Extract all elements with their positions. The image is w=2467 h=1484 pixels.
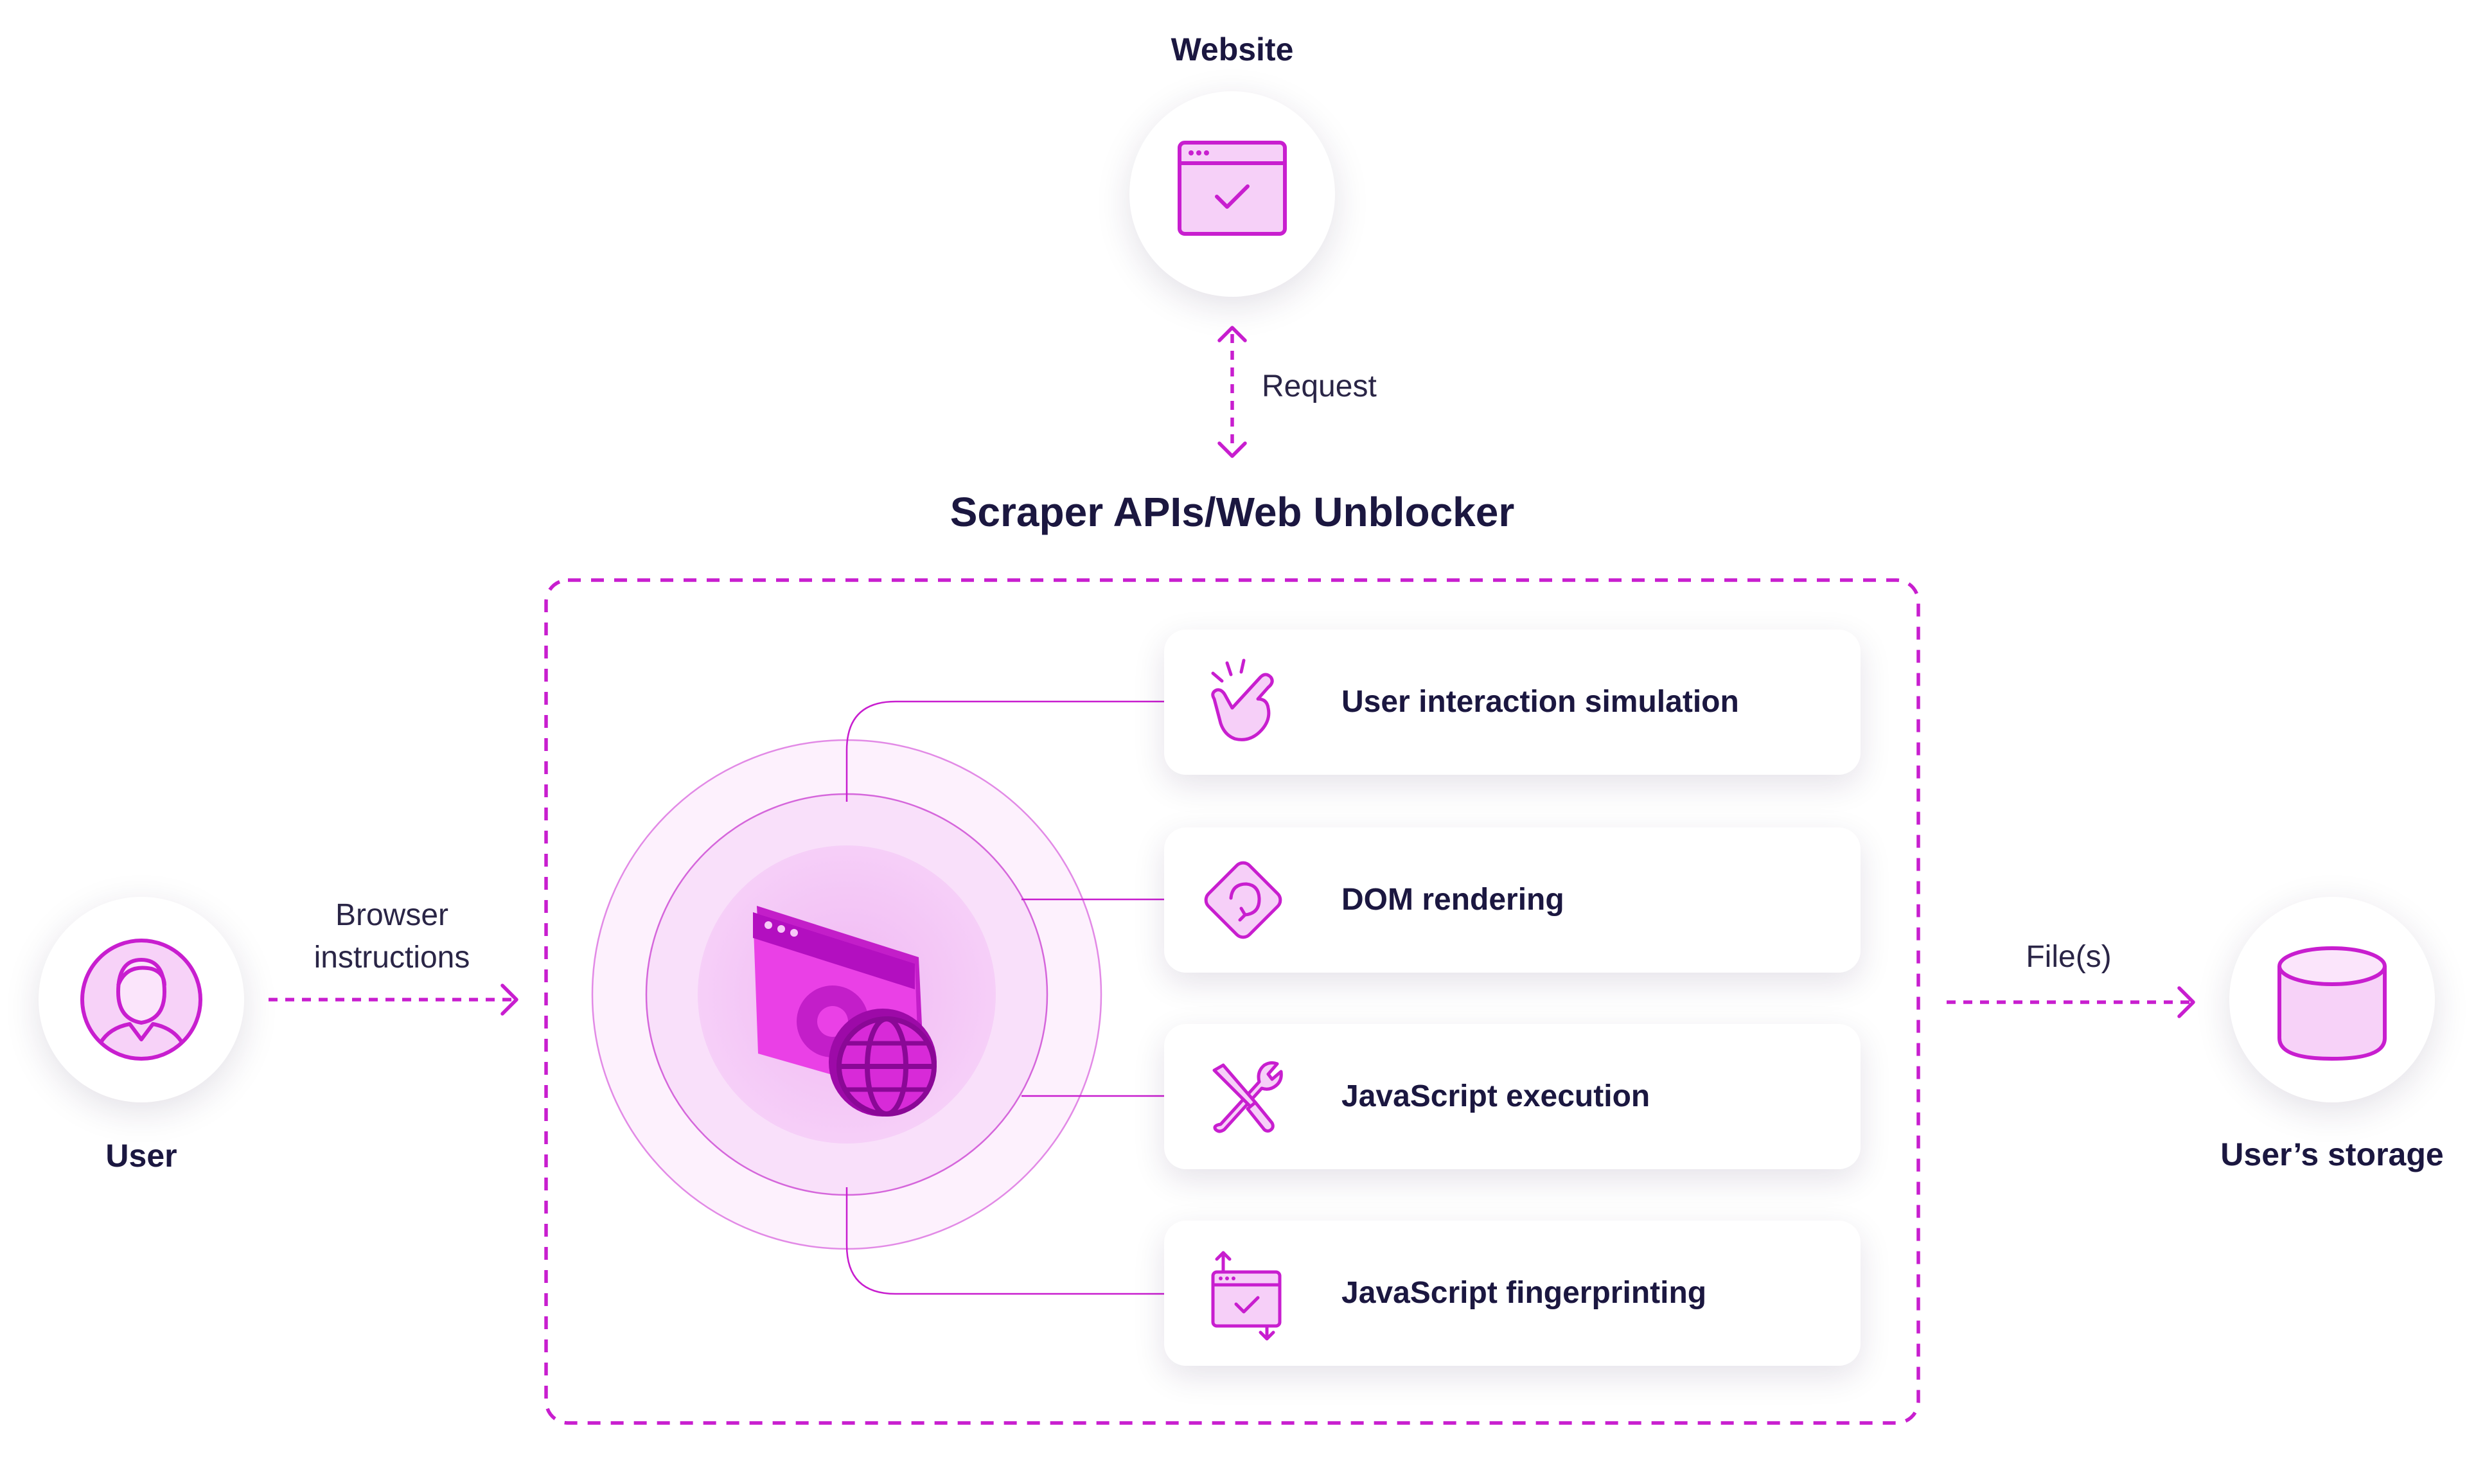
request-arrow-head-up [1217,326,1247,342]
feature-card-js-fingerprinting: JavaScript fingerprinting [1164,1221,1861,1366]
rotate-diamond-icon [1204,861,1282,939]
storage-label: User’s storage [2220,1136,2444,1172]
hub-boundary [544,578,1920,1425]
browser-instructions-label: Browser instructions [283,894,501,979]
feature-label: DOM rendering [1341,883,1564,917]
storage-node [2229,897,2435,1102]
wrench-screwdriver-icon [1212,1061,1283,1133]
browser-instructions-line1: Browser [335,898,449,932]
feature-label: JavaScript fingerprinting [1341,1276,1707,1310]
feature-card-dom-rendering: DOM rendering [1164,827,1861,973]
user-avatar-icon [80,939,202,1061]
hub-title: Scraper APIs/Web Unblocker [950,489,1515,535]
feature-label: JavaScript execution [1341,1079,1650,1113]
feature-card-js-execution: JavaScript execution [1164,1024,1861,1169]
user-node [39,897,244,1102]
hub-browser-globe-icon [753,906,937,1117]
connector-js-fingerprinting [845,1187,1164,1295]
files-label: File(s) [2026,940,2112,974]
feature-label: User interaction simulation [1341,685,1739,719]
browser-instructions-line2: instructions [314,941,470,975]
database-icon [2277,946,2387,1061]
tap-hand-icon [1211,658,1274,741]
files-arrow-head [2177,986,2195,1018]
website-label: Website [1171,31,1294,67]
feature-card-user-interaction: User interaction simulation [1164,630,1861,775]
request-label: Request [1262,369,1377,403]
website-node [1129,91,1335,297]
browser-check-icon [1178,141,1287,236]
request-arrow-head-down [1217,441,1247,458]
user-label: User [105,1138,177,1174]
connector-user-interaction [845,700,1164,802]
browser-window-arrows-icon [1211,1251,1282,1341]
browser-instructions-arrow-head [500,984,518,1016]
